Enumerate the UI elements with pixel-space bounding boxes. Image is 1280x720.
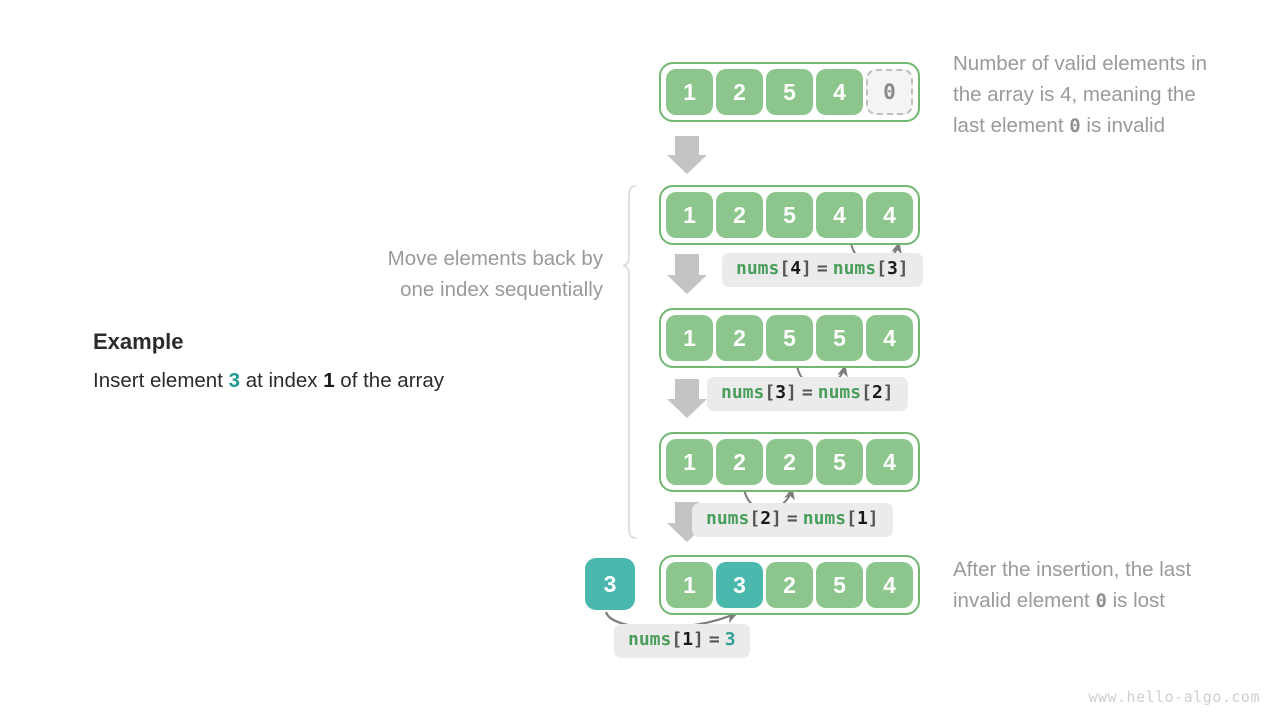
array-cell: 1 — [666, 192, 713, 238]
array-cell: 5 — [816, 562, 863, 608]
code-rhs-value: 3 — [724, 629, 736, 650]
code-lhs-index: 3 — [775, 382, 787, 403]
array-row-shift-4: 1 2 5 4 4 — [659, 185, 920, 245]
array-cell: 4 — [866, 315, 913, 361]
code-rhs-lbracket: [ — [861, 382, 872, 403]
array-cell: 1 — [666, 439, 713, 485]
array-cell: 2 — [716, 315, 763, 361]
example-text-prefix: Insert element — [93, 369, 229, 392]
code-rhs-rbracket: ] — [897, 258, 909, 279]
code-lhs-lbracket: [ — [671, 629, 683, 650]
code-lhs-lbracket: [ — [779, 258, 791, 279]
code-rhs-name: nums — [832, 258, 877, 279]
array-cell-inserted: 3 — [716, 562, 763, 608]
valid-note-part2: is invalid — [1080, 114, 1165, 138]
code-lhs-lbracket: [ — [764, 382, 776, 403]
after-note-part2: is lost — [1106, 589, 1166, 613]
code-lhs-rbracket: ] — [693, 629, 704, 650]
element-to-insert: 3 — [585, 558, 635, 610]
code-rhs-lbracket: [ — [876, 258, 887, 279]
down-arrow-3 — [667, 379, 707, 418]
code-label-assign-1-value: nums[1]=3 — [614, 624, 750, 658]
code-lhs-index: 1 — [682, 629, 694, 650]
valid-note-part1: Number of valid elements in the array is… — [953, 52, 1208, 138]
code-lhs-name: nums — [628, 629, 672, 650]
array-row-shift-3: 1 2 5 5 4 — [659, 308, 920, 368]
after-insertion-note: After the insertion, the last invalid el… — [953, 554, 1263, 616]
code-lhs-rbracket: ] — [771, 508, 782, 529]
array-cell: 5 — [766, 192, 813, 238]
array-row-shift-2: 1 2 2 5 4 — [659, 432, 920, 492]
after-note-part1: After the insertion, the last invalid el… — [953, 558, 1192, 613]
code-equals: = — [708, 629, 720, 650]
grouping-brace — [622, 185, 637, 539]
code-label-assign-4-3: nums[4]=nums[3] — [722, 253, 923, 287]
code-lhs-name: nums — [721, 382, 765, 403]
array-cell: 4 — [816, 69, 863, 115]
example-insert-index: 1 — [323, 369, 335, 392]
code-lhs-index: 4 — [790, 258, 802, 279]
array-cell: 4 — [866, 439, 913, 485]
array-cell: 5 — [816, 315, 863, 361]
example-heading: Example — [93, 329, 184, 354]
array-cell: 4 — [866, 562, 913, 608]
site-watermark: www.hello-algo.com — [1088, 688, 1260, 706]
array-row-final: 1 3 2 5 4 — [659, 555, 920, 615]
code-rhs-name: nums — [802, 508, 847, 529]
shift-description-note: Move elements back by one index sequenti… — [387, 247, 603, 302]
code-lhs-name: nums — [736, 258, 780, 279]
example-insert-value: 3 — [228, 369, 240, 392]
code-equals: = — [801, 382, 813, 403]
code-rhs-rbracket: ] — [882, 382, 894, 403]
code-lhs-name: nums — [706, 508, 750, 529]
example-text-suffix: of the array — [334, 369, 444, 392]
code-lhs-lbracket: [ — [749, 508, 761, 529]
array-cell: 2 — [766, 439, 813, 485]
array-cell: 5 — [766, 69, 813, 115]
down-arrow-1 — [667, 136, 707, 174]
array-cell-invalid: 0 — [866, 69, 913, 115]
down-arrow-2 — [667, 254, 707, 294]
array-cell: 2 — [716, 439, 763, 485]
code-equals: = — [786, 508, 798, 529]
code-rhs-index: 1 — [856, 508, 868, 529]
example-description: Insert element 3 at index 1 of the array — [93, 369, 444, 393]
code-lhs-rbracket: ] — [786, 382, 797, 403]
valid-note-zero: 0 — [1069, 115, 1081, 138]
code-equals: = — [816, 258, 828, 279]
array-cell: 1 — [666, 562, 713, 608]
array-cell: 4 — [866, 192, 913, 238]
code-rhs-index: 2 — [871, 382, 883, 403]
array-cell: 1 — [666, 315, 713, 361]
valid-elements-note: Number of valid elements in the array is… — [953, 48, 1263, 141]
array-cell: 2 — [766, 562, 813, 608]
code-rhs-name: nums — [817, 382, 862, 403]
code-rhs-index: 3 — [886, 258, 898, 279]
array-cell: 2 — [716, 192, 763, 238]
code-rhs-rbracket: ] — [867, 508, 879, 529]
array-cell: 2 — [716, 69, 763, 115]
code-rhs-lbracket: [ — [846, 508, 857, 529]
array-cell: 1 — [666, 69, 713, 115]
example-text-middle: at index — [240, 369, 324, 392]
code-label-assign-3-2: nums[3]=nums[2] — [707, 377, 908, 411]
after-note-zero: 0 — [1095, 590, 1107, 613]
array-cell: 5 — [816, 439, 863, 485]
code-lhs-index: 2 — [760, 508, 772, 529]
array-cell: 4 — [816, 192, 863, 238]
array-row-initial: 1 2 5 4 0 — [659, 62, 920, 122]
array-cell: 5 — [766, 315, 813, 361]
code-lhs-rbracket: ] — [801, 258, 812, 279]
code-label-assign-2-1: nums[2]=nums[1] — [692, 503, 893, 537]
